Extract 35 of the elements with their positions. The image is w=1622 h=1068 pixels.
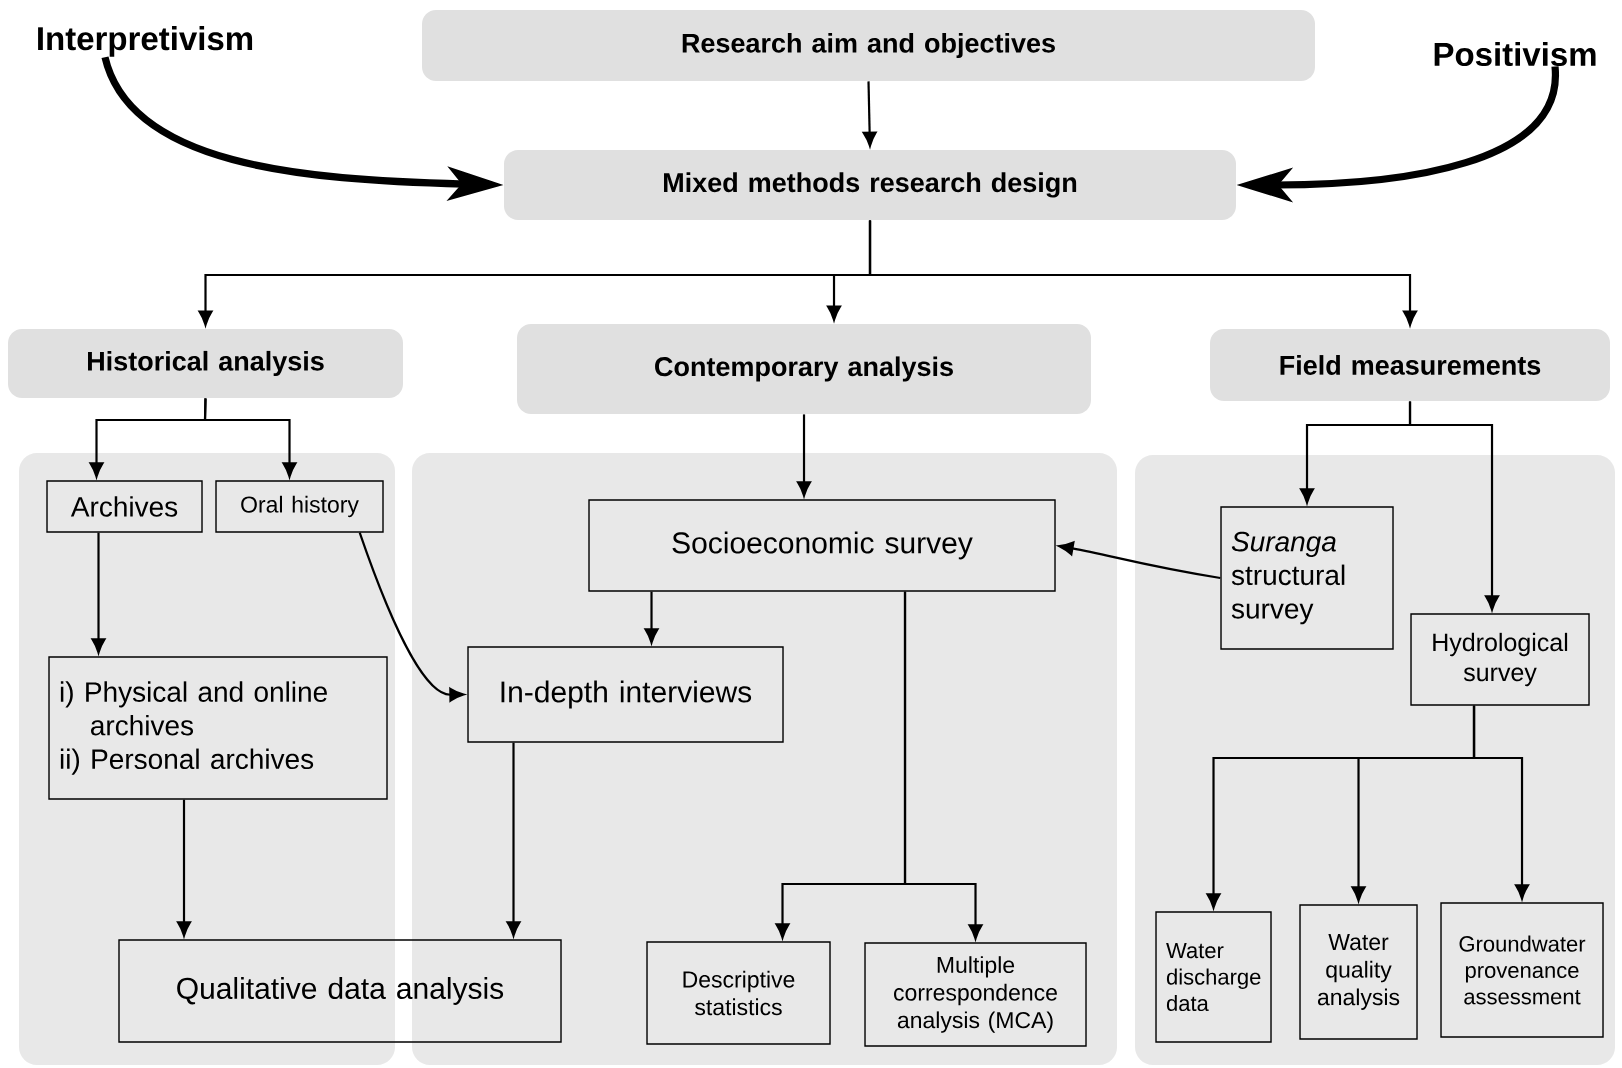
process-box: Qualitative data analysis <box>118 939 562 1043</box>
arrow <box>1058 541 1221 580</box>
process-box: Oral history <box>215 480 384 533</box>
arrow <box>644 591 659 644</box>
process-box: Socioeconomic survey <box>588 499 1056 592</box>
stage-box: Field measurements <box>1210 329 1610 401</box>
process-box: Water quality analysis <box>1299 904 1418 1040</box>
arrow <box>358 532 465 702</box>
stage-box: Contemporary analysis <box>517 324 1091 414</box>
group-panel <box>19 453 395 1065</box>
process-box: Groundwater provenance assessment <box>1440 902 1604 1038</box>
process-box: Multiple correspondence analysis (MCA) <box>864 942 1087 1047</box>
arrow <box>903 591 983 940</box>
arrow <box>1472 705 1529 900</box>
process-box: Archives <box>46 480 203 533</box>
process-box: Water discharge data <box>1155 911 1272 1043</box>
stage-box: Historical analysis <box>8 329 403 398</box>
process-box: Hydrological survey <box>1410 613 1590 706</box>
arrow <box>868 220 1417 326</box>
stage-box: Research aim and objectives <box>422 10 1315 81</box>
arrow <box>506 742 521 937</box>
process-box: Suranga structural survey <box>1220 506 1394 650</box>
stage-box: Mixed methods research design <box>504 150 1236 220</box>
arrow <box>862 81 877 147</box>
paradigm-label: Interpretivism <box>38 26 253 57</box>
process-box: Descriptive statistics <box>646 941 831 1045</box>
arrow <box>1408 401 1499 611</box>
arrow <box>203 398 297 478</box>
group-panel <box>1135 455 1615 1065</box>
arrow <box>177 799 191 937</box>
process-box: i) Physical and online archives ii) Personal archives <box>48 656 388 800</box>
arrow <box>797 414 811 497</box>
process-box: In-depth interviews <box>467 646 784 743</box>
arrow <box>91 532 106 654</box>
paradigm-label: Positivism <box>1434 41 1596 67</box>
